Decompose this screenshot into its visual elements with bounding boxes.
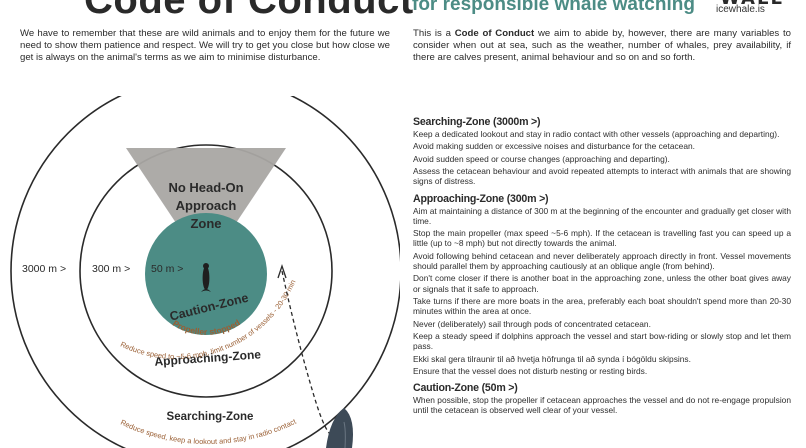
distance-label-300: 300 m >	[92, 263, 130, 275]
rule-item: Ekki skal gera tilraunir til að hvetja h…	[413, 353, 691, 364]
whale-icon	[201, 263, 211, 292]
searching-zone-title: Searching-Zone (3000m >)	[413, 116, 541, 128]
logo: WALE	[720, 0, 783, 9]
rule-item: Avoid following behind cetacean and neve…	[413, 250, 791, 271]
no-headon-label-line1: No Head-On	[168, 180, 243, 195]
rule-item: Aim at maintaining a distance of 300 m a…	[413, 205, 791, 226]
no-headon-cone	[126, 148, 286, 268]
intro-right-prefix: This is a	[413, 28, 455, 39]
approaching-zone-title: Approaching-Zone (300m >)	[413, 192, 549, 205]
rule-item: When possible, stop the propeller if cet…	[413, 395, 791, 416]
rule-item: Don't come closer if there is another bo…	[413, 273, 791, 294]
distance-label-50: 50 m >	[151, 263, 183, 275]
searching-zone-label: Searching-Zone	[167, 411, 254, 423]
no-headon-label-line2: Approach	[176, 198, 237, 213]
intro-right-suffix: we aim to abide by, however, there are m…	[413, 28, 791, 64]
logo-url: icewhale.is	[716, 4, 765, 15]
rule-item: Keep a dedicated lookout and stay in rad…	[413, 129, 780, 139]
rule-item: Assess the cetacean behaviour and avoid …	[413, 166, 791, 187]
rule-item: Keep a steady speed if dolphins approach…	[413, 330, 791, 352]
searching-zone-section: Searching-Zone (3000m >) Keep a dedicate…	[413, 116, 791, 187]
caution-zone-section: Caution-Zone (50m >) When possible, stop…	[413, 382, 791, 415]
rule-item: Avoid sudden speed or course changes (ap…	[413, 153, 670, 164]
rule-item: Never (deliberately) sail through pods o…	[413, 318, 651, 329]
intro-left-paragraph: We have to remember that these are wild …	[20, 28, 390, 64]
distance-label-3000: 3000 m >	[22, 263, 66, 275]
no-headon-label-line3: Zone	[190, 216, 221, 231]
rules-column: Searching-Zone (3000m >) Keep a dedicate…	[413, 116, 791, 422]
boat-icon	[326, 408, 353, 448]
rule-item: Ensure that the vessel does not disturb …	[413, 365, 648, 376]
approaching-zone-section: Approaching-Zone (300m >) Aim at maintai…	[413, 193, 791, 377]
approach-arrow-icon	[277, 263, 287, 279]
rule-item: Take turns if there are more boats in th…	[413, 295, 791, 317]
searching-zone-circle	[10, 96, 400, 448]
approaching-zone-circle	[79, 144, 333, 398]
rule-item: Avoid making sudden or excessive noises …	[413, 141, 695, 152]
approach-path-dashed	[281, 270, 341, 437]
caution-zone-title: Caution-Zone (50m >)	[413, 382, 518, 395]
rule-item: Stop the main propeller (max speed ~5-6 …	[413, 228, 791, 249]
page-subtitle: for responsible whale watching	[412, 0, 695, 15]
intro-right-paragraph: This is a Code of Conduct we aim to abid…	[413, 28, 791, 65]
page-title: Code of Conduct	[84, 0, 414, 22]
zone-diagram: No Head-On Approach Zone 3000 m > 300 m …	[10, 96, 400, 448]
intro-right-bold: Code of Conduct	[454, 28, 535, 39]
